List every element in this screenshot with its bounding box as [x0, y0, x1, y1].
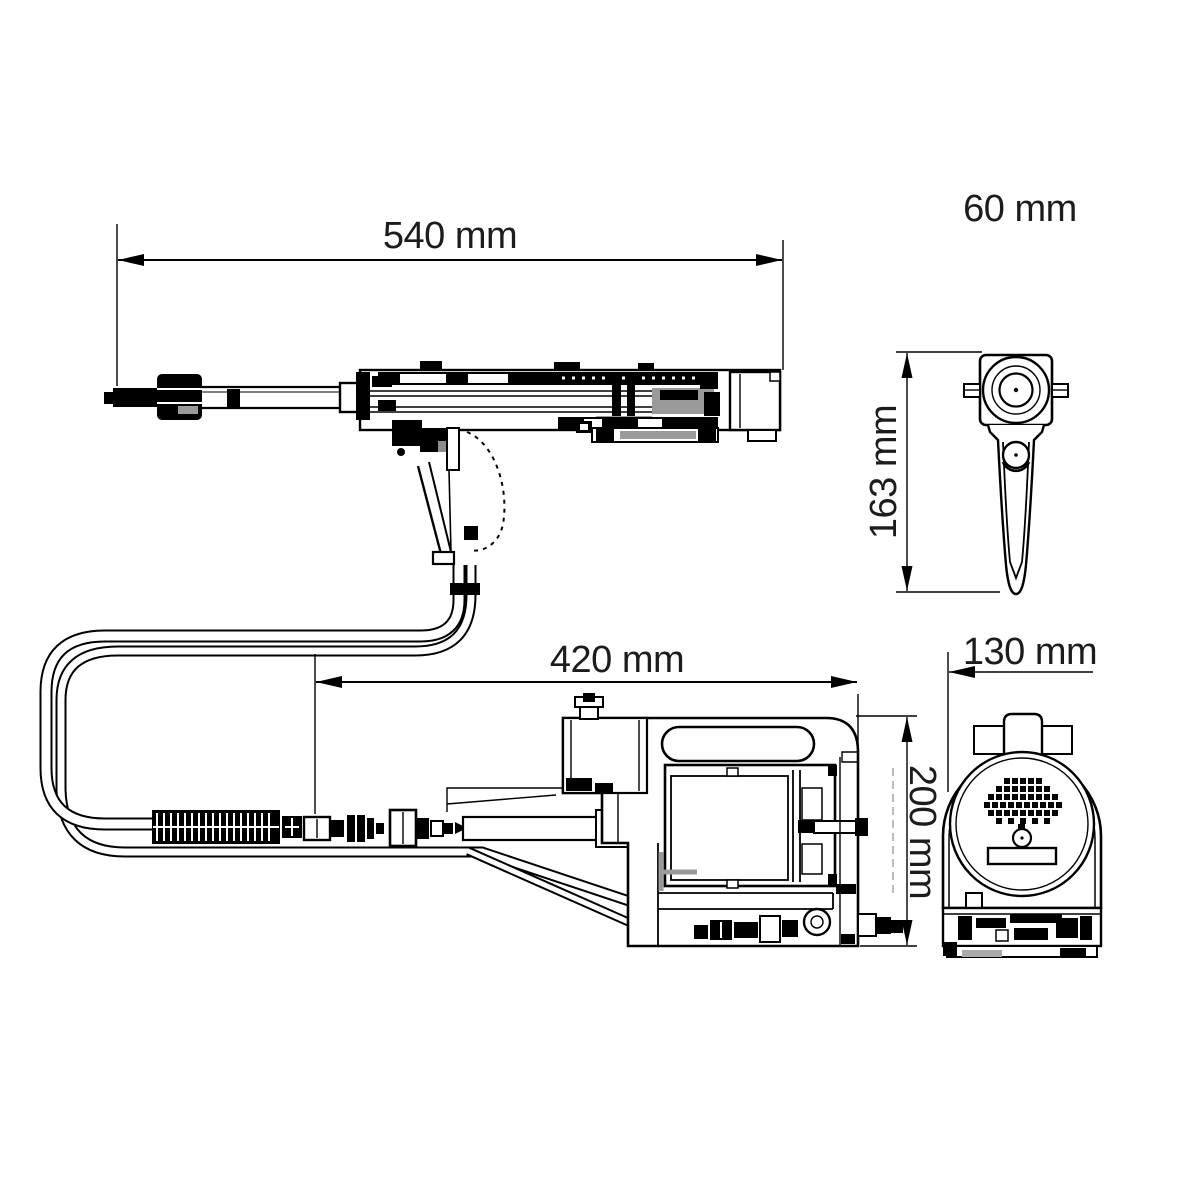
dim-163-label: 163 mm [863, 405, 905, 539]
handheld-tool-front-view [963, 353, 1069, 596]
dim-130-label: 130 mm [963, 631, 1097, 673]
dimension-200mm: 200 mm [856, 715, 943, 947]
pistol-grip [392, 420, 506, 595]
dim-540-label: 540 mm [383, 215, 517, 257]
bottom-connectors [694, 907, 903, 943]
grip-contour-dashed [466, 431, 506, 552]
outlet-slot [986, 846, 1058, 866]
muzzle-tip [104, 392, 114, 404]
bottom-frame [657, 843, 856, 946]
feeder-unit-front-view [941, 712, 1103, 958]
fastener-pile [984, 778, 1062, 830]
dimension-60mm: 60 mm [963, 188, 1077, 230]
tool-housing [356, 361, 782, 443]
dim-60-label: 60 mm [963, 188, 1077, 230]
dimension-420mm: 420 mm [314, 639, 859, 814]
handheld-tool-side-view [104, 361, 782, 595]
base-block [941, 906, 1103, 958]
dim-420-label: 420 mm [550, 639, 684, 681]
dimension-130mm: 130 mm [947, 631, 1098, 792]
dim-200-label: 200 mm [901, 765, 943, 899]
dimension-540mm: 540 mm [116, 215, 784, 386]
hose-loop [39, 565, 694, 941]
dimension-163mm: 163 mm [863, 351, 1000, 593]
drive-cylinder [663, 757, 868, 946]
hose-couplers [282, 808, 467, 848]
grip-front [986, 424, 1046, 596]
rear-cap [728, 370, 782, 432]
handle-slot [660, 725, 816, 763]
feeder-unit-side-view [446, 693, 903, 948]
hopper [561, 693, 649, 843]
top-cap [1002, 712, 1044, 754]
trigger-valve [392, 420, 422, 446]
cable-clamp [450, 583, 480, 595]
